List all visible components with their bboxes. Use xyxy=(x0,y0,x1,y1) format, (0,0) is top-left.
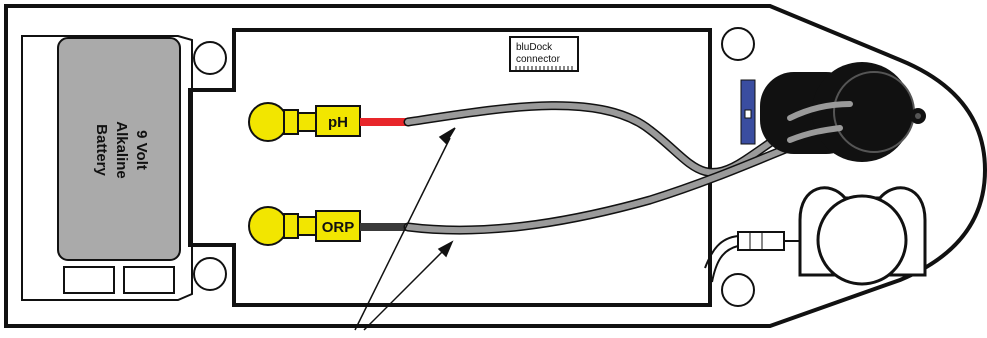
connector-label-line2: connector xyxy=(516,54,561,65)
cable-gland xyxy=(760,62,926,162)
ph-label: pH xyxy=(328,114,348,131)
orp-wire-stub xyxy=(360,223,410,231)
coin-cell-holder xyxy=(798,186,927,286)
battery xyxy=(57,37,181,261)
pointer-arrows xyxy=(354,127,456,331)
battery-compartment xyxy=(21,35,193,301)
coin-cell-connector xyxy=(737,231,785,251)
mount-hole-bottom-right xyxy=(721,273,755,307)
orp-label: ORP xyxy=(322,219,355,236)
battery-label-line2: Alkaline xyxy=(113,121,130,179)
circuit-board-outline xyxy=(188,28,712,307)
ph-probe: pH xyxy=(248,102,361,142)
battery-label-line1: 9 Volt xyxy=(133,130,150,170)
coin-cell-wires xyxy=(704,235,739,283)
mount-hole-top-right xyxy=(721,27,755,61)
battery-terminal-right xyxy=(123,266,175,294)
mount-hole-top-left xyxy=(193,41,227,75)
connector-pins xyxy=(515,66,573,71)
mount-hole-bottom-left xyxy=(193,257,227,291)
orp-probe: ORP xyxy=(248,206,361,246)
battery-terminal-left xyxy=(63,266,115,294)
ph-wire-stub xyxy=(360,118,410,126)
bludock-connector xyxy=(509,36,579,72)
battery-label-line3: Battery xyxy=(93,124,110,176)
connector-label-line1: bluDock xyxy=(516,42,553,53)
